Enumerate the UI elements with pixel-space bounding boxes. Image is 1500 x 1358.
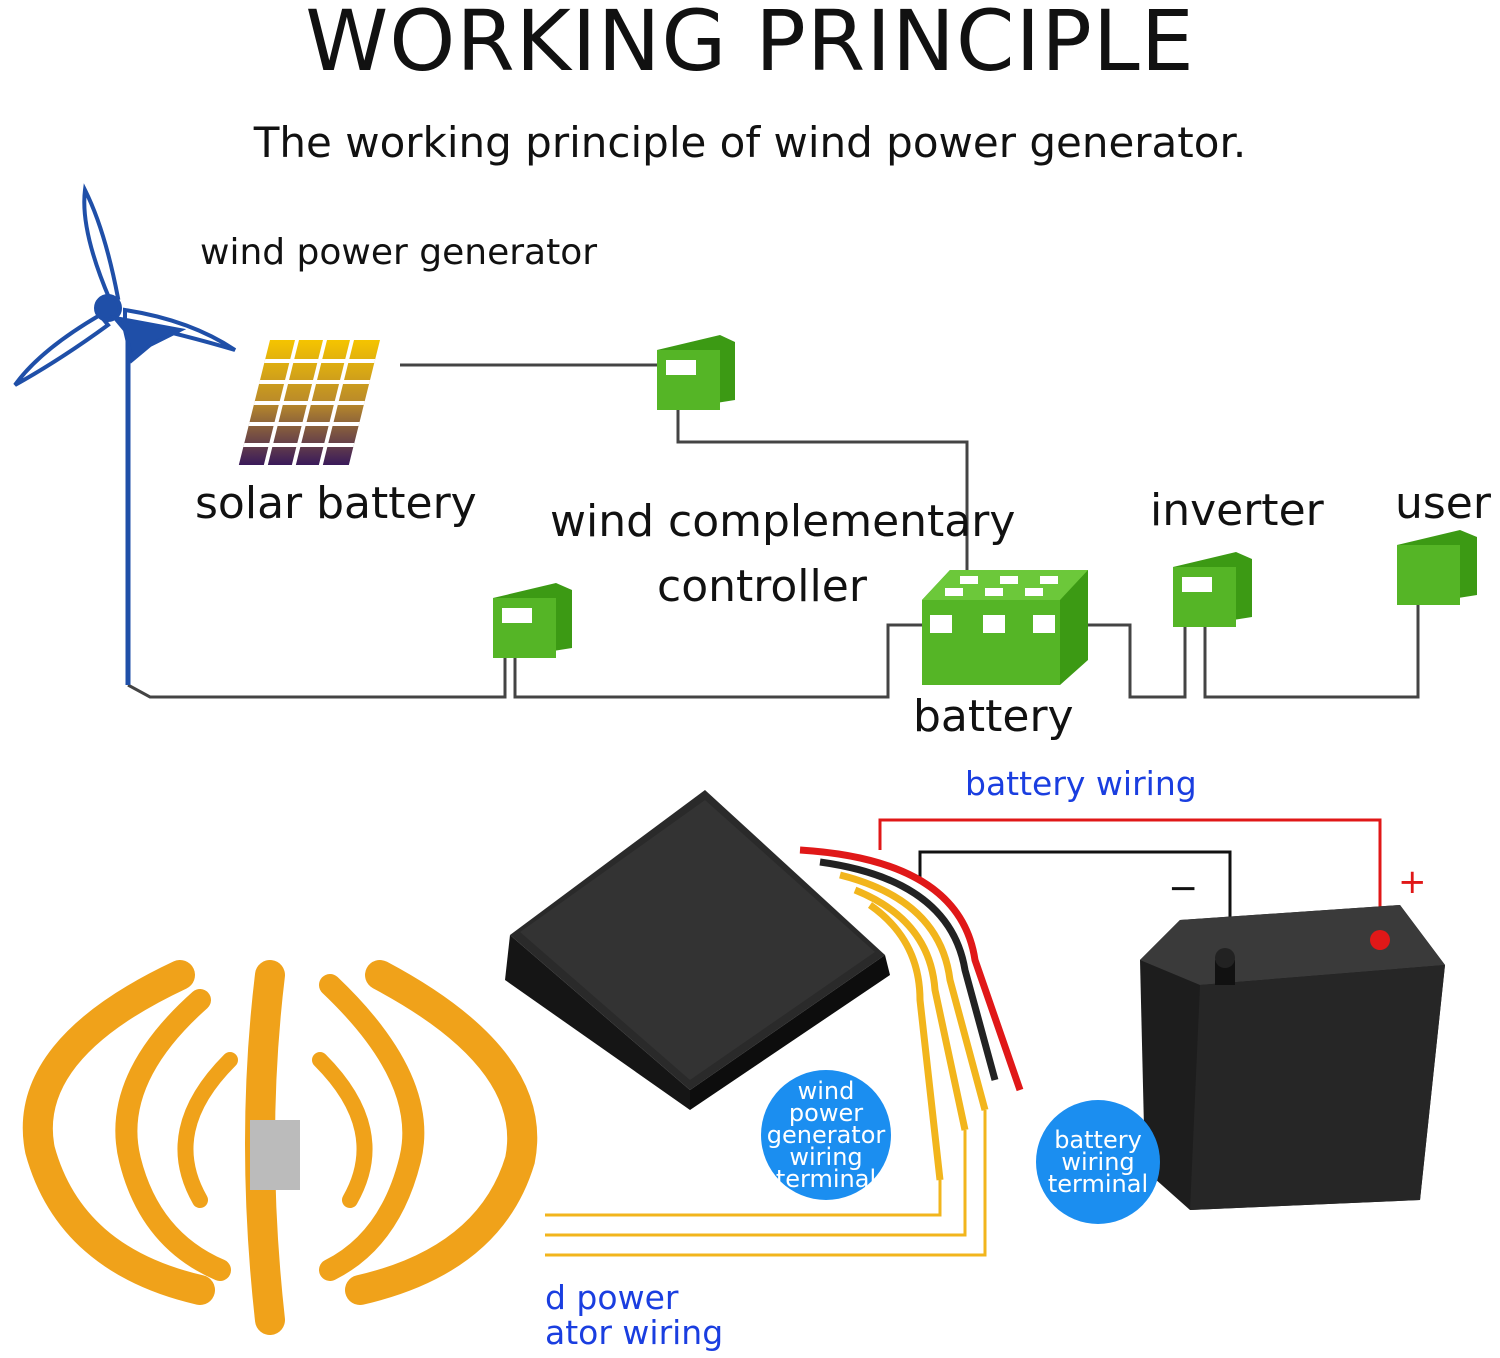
plus-sign: + bbox=[1398, 862, 1427, 902]
controller-label-line2: controller bbox=[657, 561, 867, 612]
battery-box-icon bbox=[922, 570, 1088, 685]
badge-line: wiring bbox=[1061, 1148, 1135, 1176]
inverter-box-icon bbox=[1173, 552, 1252, 627]
controller-box-bottom bbox=[493, 583, 572, 658]
badge-line: terminal bbox=[775, 1165, 877, 1193]
user-box-icon bbox=[1397, 530, 1477, 605]
battery-terminal-badge: battery wiring terminal bbox=[1036, 1100, 1160, 1224]
badge-line: battery bbox=[1054, 1126, 1142, 1154]
user-label: user bbox=[1395, 478, 1491, 529]
circuit-lines bbox=[127, 363, 1420, 699]
generator-terminal-badge: wind power generator wiring terminal bbox=[761, 1070, 891, 1200]
battery-label: battery bbox=[913, 691, 1074, 742]
inverter-label: inverter bbox=[1150, 485, 1324, 536]
badge-line: terminal bbox=[1047, 1170, 1149, 1198]
generator-wiring-line1: d power bbox=[545, 1278, 679, 1317]
solar-panel-icon bbox=[238, 340, 380, 465]
lantern-wind-turbine-icon bbox=[22, 960, 538, 1335]
page-subtitle: The working principle of wind power gene… bbox=[253, 118, 1247, 167]
wind-turbine-icon bbox=[13, 183, 237, 685]
car-battery-icon bbox=[1140, 905, 1445, 1210]
badge-line: power bbox=[788, 1099, 864, 1127]
battery-wiring-label: battery wiring bbox=[965, 764, 1197, 803]
badge-line: generator bbox=[766, 1121, 886, 1149]
wind-generator-label: wind power generator bbox=[200, 232, 598, 273]
minus-sign: − bbox=[1168, 868, 1199, 909]
controller-device-icon bbox=[505, 790, 890, 1110]
controller-label-line1: wind complementary bbox=[550, 496, 1016, 547]
solar-battery-label: solar battery bbox=[195, 478, 477, 529]
page-title: WORKING PRINCIPLE bbox=[305, 0, 1195, 90]
badge-line: wind bbox=[797, 1077, 855, 1105]
generator-wiring-line2: ator wiring bbox=[545, 1313, 724, 1352]
controller-box-top bbox=[657, 335, 735, 410]
wires bbox=[545, 818, 1382, 1257]
badge-line: wiring bbox=[789, 1143, 863, 1171]
